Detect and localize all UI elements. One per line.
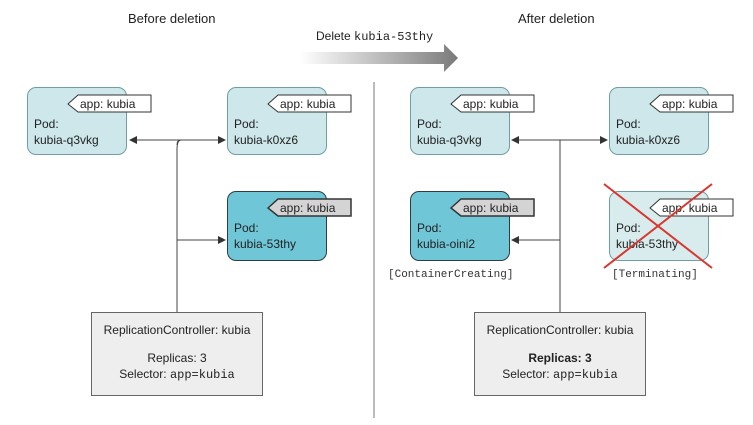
rc-selector-label: Selector: — [119, 367, 167, 381]
pod-prefix: Pod: — [234, 117, 259, 131]
replication-controller-box: ReplicationController: kubia Replicas: 3… — [474, 312, 646, 396]
pod-text: Pod: kubia-k0xz6 — [616, 116, 680, 148]
pod-prefix: Pod: — [417, 221, 442, 235]
delete-action-prefix: Delete — [316, 29, 351, 43]
pod-text: Pod: kubia-q3vkg — [417, 116, 482, 148]
pod-card: app: kubia Pod: kubia-q3vkg — [410, 87, 535, 155]
label-tag: app: kubia — [266, 198, 352, 217]
label-tag: app: kubia — [649, 94, 734, 113]
replication-controller-box: ReplicationController: kubia Replicas: 3… — [91, 312, 263, 396]
pod-text: Pod: kubia-53thy — [234, 220, 296, 252]
pod-card-highlighted: app: kubia Pod: kubia-oini2 — [410, 191, 535, 261]
pod-text: Pod: kubia-k0xz6 — [234, 116, 298, 148]
rc-selector: Selector: app=kubia — [92, 367, 262, 382]
pod-prefix: Pod: — [234, 221, 259, 235]
rc-selector-label: Selector: — [502, 367, 550, 381]
pod-name: kubia-53thy — [234, 237, 297, 251]
label-tag-text: app: kubia — [662, 97, 718, 111]
pod-prefix: Pod: — [616, 117, 641, 131]
pod-name: kubia-q3vkg — [417, 133, 482, 147]
pod-prefix: Pod: — [616, 221, 641, 235]
pod-card: app: kubia Pod: kubia-q3vkg — [27, 87, 152, 155]
delete-action-label: Delete kubia-53thy — [316, 29, 433, 44]
pod-card-highlighted: app: kubia Pod: kubia-53thy — [227, 191, 352, 261]
pod-prefix: Pod: — [34, 117, 59, 131]
rc-replicas: Replicas: 3 — [147, 351, 207, 365]
rc-title: ReplicationController: kubia — [486, 323, 634, 337]
label-tag-text: app: kubia — [280, 97, 336, 111]
label-tag-text: app: kubia — [463, 201, 519, 215]
label-tag-text: app: kubia — [280, 201, 336, 215]
after-deletion-heading: After deletion — [518, 11, 595, 26]
pod-text: Pod: kubia-q3vkg — [34, 116, 99, 148]
rc-title: ReplicationController: kubia — [103, 323, 251, 337]
pod-prefix: Pod: — [417, 117, 442, 131]
pod-card: app: kubia Pod: kubia-k0xz6 — [609, 87, 734, 155]
before-deletion-heading: Before deletion — [128, 11, 216, 26]
delete-arrow — [300, 44, 458, 72]
pod-name: kubia-k0xz6 — [234, 133, 299, 147]
pod-name: kubia-oini2 — [417, 237, 476, 251]
label-tag-text: app: kubia — [80, 97, 136, 111]
label-tag: app: kubia — [450, 94, 535, 113]
label-tag: app: kubia — [449, 198, 535, 217]
label-tag: app: kubia — [649, 198, 734, 217]
rc-selector: Selector: app=kubia — [475, 367, 645, 382]
label-tag: app: kubia — [267, 94, 352, 113]
pod-text: Pod: kubia-oini2 — [417, 220, 475, 252]
pod-status-terminating: [Terminating] — [612, 269, 698, 281]
deleted-cross-icon — [603, 183, 713, 269]
pod-card: app: kubia Pod: kubia-k0xz6 — [227, 87, 352, 155]
delete-action-pod: kubia-53thy — [354, 30, 434, 44]
label-tag: app: kubia — [67, 94, 152, 113]
label-tag-text: app: kubia — [463, 97, 519, 111]
pod-name: kubia-q3vkg — [34, 133, 99, 147]
rc-selector-value: app=kubia — [169, 368, 235, 382]
rc-replicas: Replicas: 3 — [528, 351, 592, 365]
pod-status-creating: [ContainerCreating] — [388, 269, 514, 281]
pod-name: kubia-k0xz6 — [616, 133, 681, 147]
rc-selector-value: app=kubia — [552, 368, 618, 382]
